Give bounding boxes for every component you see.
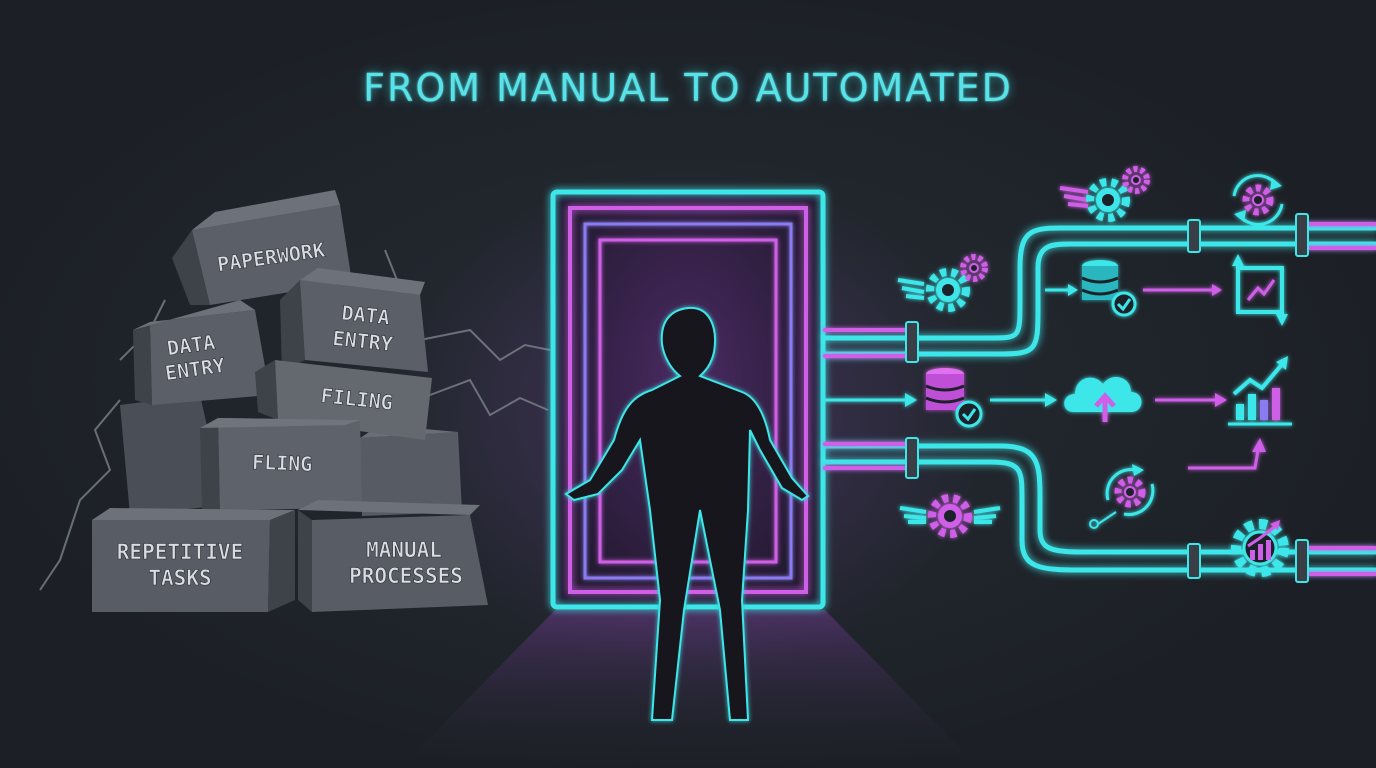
box-label-repetitive-2: TASKS: [148, 566, 211, 590]
database-check-icon: [1081, 260, 1137, 317]
winged-gear-icon: [1059, 166, 1150, 222]
gear-growth-icon: [1231, 519, 1289, 577]
flow-arrows: [825, 284, 1266, 470]
database-check-icon-middle: [925, 368, 983, 428]
winged-gear-icon-bottom: [899, 494, 1001, 538]
person-silhouette: [564, 306, 810, 721]
box-label-data-entry-right-1: DATA: [341, 301, 391, 330]
sync-gear-icon: [1232, 174, 1284, 226]
pipe-top: [822, 225, 1376, 341]
pipes: [822, 222, 1376, 576]
sync-gear-icon-bottom: [1089, 464, 1155, 529]
box-label-filing-lower: FLING: [252, 450, 313, 476]
box-label-repetitive-1: REPETITIVE: [117, 540, 243, 564]
box-repetitive-tasks: REPETITIVE TASKS: [92, 508, 295, 612]
box-filing-lower: FLING: [200, 418, 362, 512]
page-title: FROM MANUAL TO AUTOMATED: [363, 66, 1013, 110]
box-data-entry-right: DATA ENTRY: [280, 268, 428, 372]
box-label-manual-2: PROCESSES: [349, 564, 463, 588]
box-manual-processes: MANUAL PROCESSES: [298, 500, 488, 612]
box-label-manual-1: MANUAL: [366, 538, 442, 562]
floor-light: [400, 610, 980, 768]
bar-chart-growth-icon: [1228, 356, 1292, 426]
pipe-couplings: [905, 213, 1309, 583]
gear-icon: [897, 254, 988, 312]
cloud-upload-icon: [1064, 377, 1142, 422]
pipe-bottom: [822, 443, 1376, 555]
trend-swap-icon: [1232, 254, 1288, 326]
box-data-entry-left: DATA ENTRY: [133, 300, 270, 405]
box-pile: PAPERWORK DATA ENTRY DATA ENTRY: [92, 190, 488, 612]
